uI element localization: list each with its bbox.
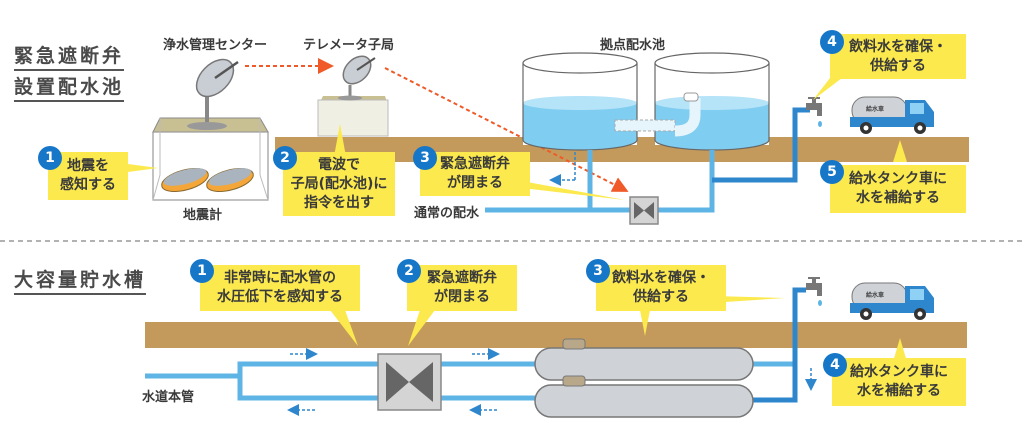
truck-text-2: 給水車 [866,292,885,299]
callout-step-3: 緊急遮断弁 が閉まる [420,152,530,196]
section1-title-line2: 設置配水池 [14,75,125,102]
callout-step-2-3: 飲料水を確保・ 供給する [596,265,726,311]
callout-step-2-2: 緊急遮断弁 が閉まる [407,265,517,311]
faucet-icon-2 [806,277,822,306]
step-badge-2-1: 1 [190,259,214,283]
emergency-valve-icon-1 [629,196,659,225]
faucet-icon-1 [806,97,822,127]
reservoir-tank-left [522,52,638,151]
callout-step-2-1: 非常時に配水管の 水圧低下を感知する [200,265,360,311]
telemeter-box [317,55,389,137]
water-truck-icon-1 [850,96,934,134]
callout-step-5: 給水タンク車に 水を補給する [830,165,966,213]
section2-title: 大容量貯水槽 [14,268,147,295]
distribution-pipes-1 [485,107,810,213]
label-seismometer: 地震計 [183,208,223,223]
water-truck-icon-2 [850,282,934,320]
step-badge-4: 4 [820,30,844,54]
reservoir-connecting-pipe [614,92,701,137]
step-badge-1: 1 [38,146,62,170]
label-center: 浄水管理センター [163,38,268,53]
main-pipe-loop [145,287,806,403]
callout-step-2-4: 給水タンク車に 水を補給する [832,358,966,406]
ground-strip-2 [145,322,967,348]
step-badge-2: 2 [273,146,297,170]
emergency-valve-icon-2 [377,353,442,411]
truck-text-1: 給水車 [866,106,885,113]
callout-step-4: 飲料水を確保・ 供給する [830,34,966,79]
step-badge-2-3: 3 [586,259,610,283]
center-antenna-icon [187,58,239,130]
step-badge-2-2: 2 [397,259,421,283]
seismometer-box [152,117,269,201]
section1-title-line1: 緊急遮断弁 [14,44,125,71]
callout-step-2: 電波で 子局(配水池)に 指令を出す [283,152,395,216]
step-badge-3: 3 [413,146,437,170]
label-main-pipe: 水道本管 [142,390,195,405]
storage-tank-upper [534,338,754,381]
label-reservoir: 拠点配水池 [600,38,666,53]
reservoir-tank-right [654,52,770,151]
step-badge-2-4: 4 [823,353,847,377]
step-badge-5: 5 [820,160,844,184]
label-telemeter: テレメータ子局 [303,38,395,53]
signal-arrow-telemeter-to-valve [384,67,629,192]
label-normal-flow: 通常の配水 [414,206,480,221]
storage-tank-lower [534,375,754,418]
